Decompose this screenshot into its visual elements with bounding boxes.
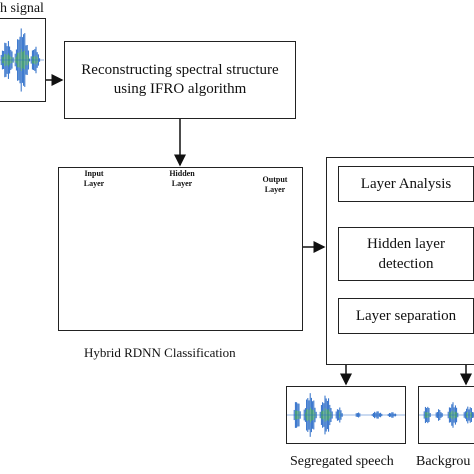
hidden-detection-box: Hidden layer detection bbox=[338, 227, 474, 281]
segregated-speech-waveform bbox=[286, 386, 406, 444]
background-waveform bbox=[418, 386, 474, 444]
input-signal-waveform bbox=[0, 18, 46, 102]
layer-separation-text: Layer separation bbox=[355, 307, 457, 324]
layer-analysis-text: Layer Analysis bbox=[360, 175, 452, 192]
layer-analysis-box: Layer Analysis bbox=[338, 166, 474, 202]
hidden-layer-label: Hidden Layer bbox=[169, 169, 195, 188]
background-label: Backgrou bbox=[416, 454, 471, 469]
segregated-waveform-graphic bbox=[287, 393, 405, 437]
rdnn-panel bbox=[58, 167, 303, 331]
output-layer-label: Output Layer bbox=[262, 175, 288, 194]
layer-separation-box: Layer separation bbox=[338, 298, 474, 334]
input-waveform-graphic bbox=[0, 28, 44, 92]
input-signal-label: h signal bbox=[0, 1, 44, 16]
reconstruct-box-text: Reconstructing spectral structure using … bbox=[81, 62, 279, 97]
rdnn-caption: Hybrid RDNN Classification bbox=[84, 345, 236, 360]
input-layer-label: Input Layer bbox=[83, 169, 105, 188]
segregated-speech-label: Segregated speech bbox=[290, 454, 394, 469]
reconstruct-box: Reconstructing spectral structure using … bbox=[64, 41, 296, 119]
hidden-detection-text: Hidden layer detection bbox=[367, 236, 445, 272]
background-waveform-graphic bbox=[419, 402, 474, 428]
